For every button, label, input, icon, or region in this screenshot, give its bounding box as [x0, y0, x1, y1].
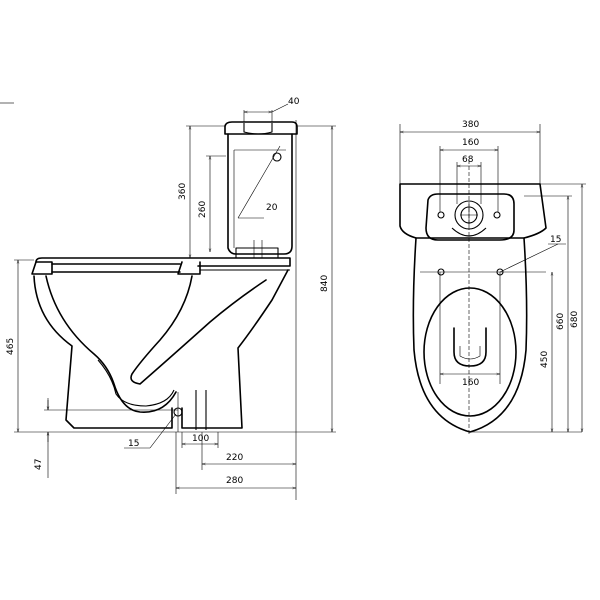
- dim-tank-height: 360: [178, 183, 188, 200]
- dim-base-to-wall: 280: [226, 476, 243, 486]
- dim-flush-width: 160: [462, 138, 479, 148]
- tank-fix-right: [493, 211, 501, 219]
- dim-fix-hole-dia: 15: [550, 235, 561, 245]
- tank-lid: [224, 121, 298, 135]
- dim-inner-length: 660: [556, 313, 566, 330]
- tank-top-inner: [425, 193, 515, 241]
- outlet-top-inner: [459, 346, 481, 360]
- trap-inner: [130, 275, 267, 385]
- trap-curve: [97, 359, 175, 407]
- bowl-outer: [33, 275, 173, 429]
- flush-button: [243, 123, 273, 135]
- dim-hole-dia: 20: [266, 203, 278, 213]
- dim-tank-width: 380: [462, 120, 479, 130]
- dim-seat-height: 465: [6, 338, 16, 355]
- seat-rear: [177, 261, 201, 275]
- dim-outlet-width: 100: [192, 434, 209, 444]
- dim-overall-length: 680: [570, 311, 580, 328]
- dim-outlet-to-wall: 220: [226, 453, 243, 463]
- seat-cover: [35, 257, 291, 267]
- seat-rim: [51, 263, 181, 273]
- tank-top-outline: [399, 183, 547, 239]
- outlet-top: [453, 327, 487, 367]
- bowl-inner: [45, 275, 177, 413]
- tank-fix-left: [437, 211, 445, 219]
- dim-outlet-dia: 15: [128, 439, 139, 449]
- dim-tank-inner-height: 260: [198, 201, 208, 218]
- dim-flush-hole: 68: [462, 155, 474, 165]
- side-view: 40 360 260 20 840 465 47 15: [6, 97, 336, 500]
- bowl-back: [181, 269, 289, 429]
- dim-overall-height: 840: [320, 275, 330, 292]
- tank-hole: [272, 152, 282, 162]
- bowl-top-inner: [423, 287, 517, 417]
- dim-floor-offset: 47: [34, 459, 44, 470]
- tank-body: [227, 133, 293, 255]
- outlet-pipe: [195, 390, 207, 430]
- dim-inner-width: 160: [462, 378, 479, 388]
- top-view: 380 160 68 15 450 660 680 160: [399, 120, 586, 436]
- seat-front: [31, 261, 53, 275]
- dim-tank-button-width: 40: [288, 97, 300, 107]
- dim-bowl-to-fix: 450: [540, 351, 550, 368]
- tank-connector: [235, 247, 279, 259]
